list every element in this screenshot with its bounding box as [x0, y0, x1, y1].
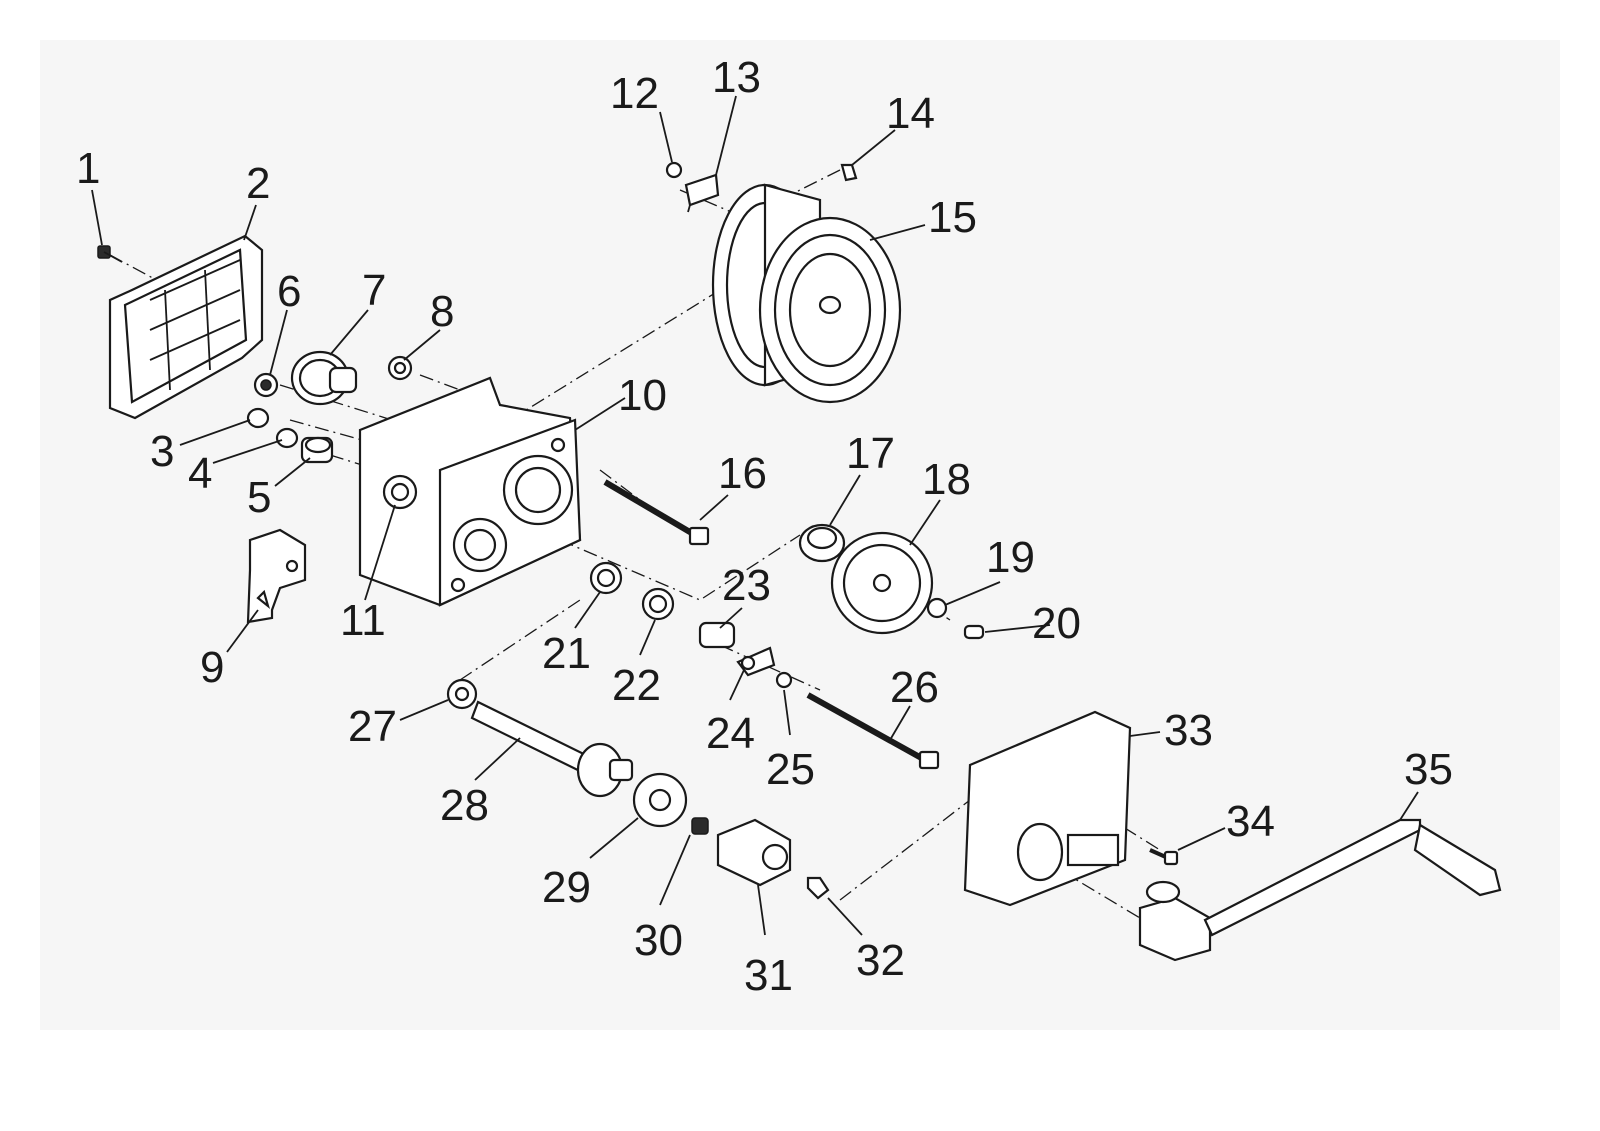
- part-31-hub: [716, 818, 792, 887]
- callout-28: 28: [440, 781, 489, 830]
- callout-31: 31: [744, 951, 793, 1000]
- part-18-large-gear: [830, 531, 934, 635]
- callout-32: 32: [856, 936, 905, 985]
- part-21-spring: [589, 561, 623, 595]
- callout-7: 7: [362, 266, 386, 315]
- callout-1: 1: [76, 144, 100, 193]
- callout-14: 14: [886, 89, 935, 138]
- part-27-nut: [446, 678, 478, 710]
- part-5-bushing: [300, 436, 334, 464]
- part-16-bolt: [603, 479, 710, 546]
- part-9-bracket: [246, 528, 307, 624]
- callout-labels: 1 2 3 4 5 6 7 8 9 10 11 12 13 14 15 16 1…: [76, 53, 1453, 1000]
- callout-34: 34: [1226, 797, 1275, 846]
- callout-20: 20: [1032, 599, 1081, 648]
- callout-23: 23: [722, 561, 771, 610]
- part-3-retaining-ring: [246, 407, 270, 429]
- callout-18: 18: [922, 455, 971, 504]
- callout-22: 22: [612, 661, 661, 710]
- callout-6: 6: [277, 267, 301, 316]
- callout-4: 4: [188, 449, 212, 498]
- part-20-screw: [963, 624, 985, 640]
- part-12-nut: [665, 161, 683, 179]
- callout-30: 30: [634, 916, 683, 965]
- part-35-crank-handle: [1138, 818, 1502, 962]
- part-23-pin: [698, 621, 736, 649]
- callout-15: 15: [928, 193, 977, 242]
- part-17-bushing: [798, 523, 846, 563]
- part-22-spring: [641, 587, 675, 621]
- part-11-shaft-sleeve: [382, 474, 418, 510]
- part-2-cover-plate: [108, 234, 264, 420]
- callout-19: 19: [986, 533, 1035, 582]
- callout-12: 12: [610, 69, 659, 118]
- part-29-ratchet-gear: [632, 772, 688, 828]
- callout-5: 5: [247, 473, 271, 522]
- part-19-washer: [926, 597, 948, 619]
- part-13-strap-clip: [684, 173, 720, 213]
- callout-17: 17: [846, 429, 895, 478]
- callout-35: 35: [1404, 745, 1453, 794]
- part-34-screw: [1149, 848, 1179, 866]
- callout-2: 2: [246, 159, 270, 208]
- part-26-bolt: [806, 692, 940, 770]
- callout-29: 29: [542, 863, 591, 912]
- callout-16: 16: [718, 449, 767, 498]
- callout-9: 9: [200, 643, 224, 692]
- part-33-housing-cover: [963, 710, 1132, 907]
- callout-26: 26: [890, 663, 939, 712]
- callout-3: 3: [150, 427, 174, 476]
- part-4-washer: [275, 427, 299, 449]
- part-7-pinion-gear: [290, 350, 358, 406]
- callout-33: 33: [1164, 706, 1213, 755]
- leader-lines: [91, 95, 1419, 936]
- callout-21: 21: [542, 629, 591, 678]
- callout-10: 10: [618, 371, 667, 420]
- part-32-screw: [806, 876, 830, 900]
- part-24-pawl: [736, 646, 776, 677]
- part-25-washer: [775, 671, 793, 689]
- part-8-nut: [387, 355, 413, 381]
- callout-11: 11: [340, 596, 386, 645]
- part-30-spring: [691, 817, 709, 835]
- part-15-drum-with-ring-gear: [711, 183, 902, 404]
- callout-25: 25: [766, 745, 815, 794]
- part-10-winch-frame: [358, 376, 582, 607]
- part-6-nut: [253, 372, 279, 398]
- callout-24: 24: [706, 709, 755, 758]
- callout-13: 13: [712, 53, 761, 102]
- callout-27: 27: [348, 702, 397, 751]
- part-14-bolt: [840, 163, 858, 182]
- part-1-screw: [97, 245, 123, 263]
- part-28-pinion-shaft: [470, 700, 634, 798]
- callout-8: 8: [430, 287, 454, 336]
